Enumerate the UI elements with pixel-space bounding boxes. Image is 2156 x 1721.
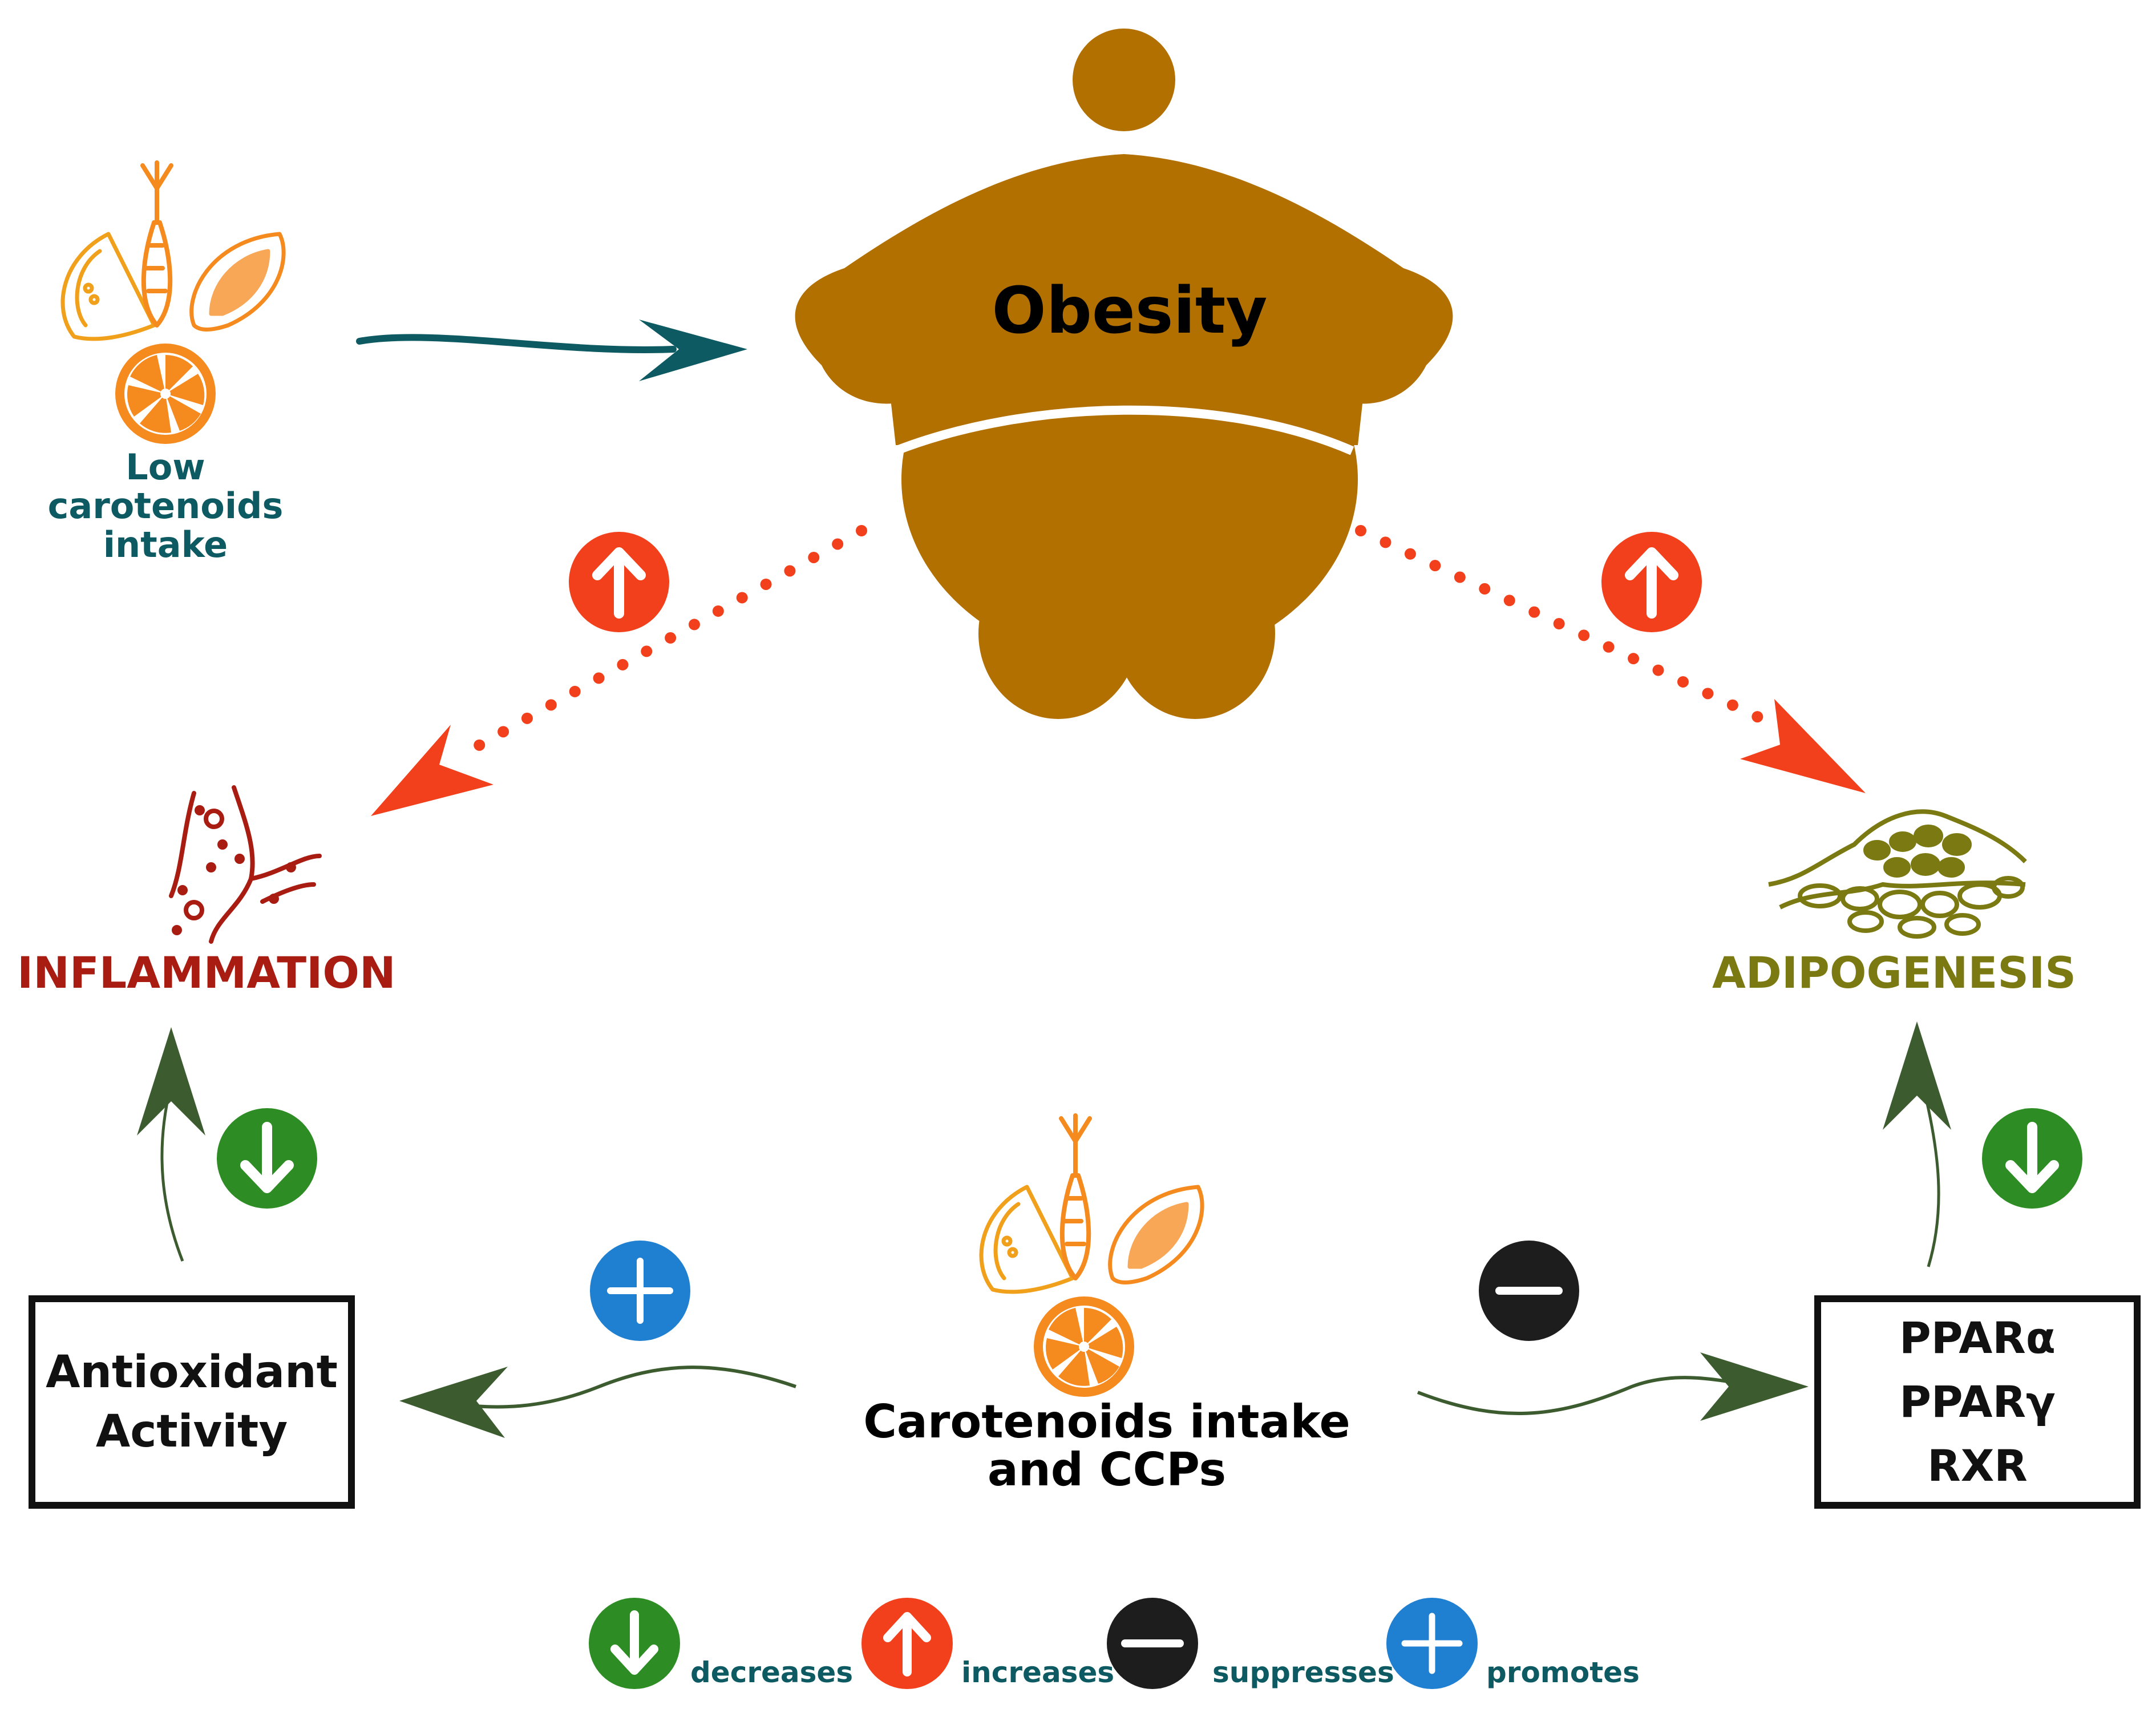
- carotenoids-line2: and CCPs: [987, 1443, 1227, 1496]
- obesity-title: Obesity: [992, 274, 1268, 348]
- obesity-figure-icon: [795, 29, 1453, 719]
- legend-increases-label: increases: [961, 1656, 1115, 1689]
- legend-suppresses-icon: [1107, 1598, 1198, 1689]
- legend-increases-icon: [861, 1598, 953, 1689]
- legend-decreases-icon: [589, 1598, 680, 1689]
- receptor-ppar-gamma: PPARγ: [1899, 1376, 2056, 1427]
- low-intake-line3: intake: [103, 524, 228, 565]
- low-intake-label: Low carotenoids intake: [23, 448, 308, 564]
- adipogenesis-label: ADIPOGENESIS: [1712, 947, 2077, 998]
- legend-promotes-icon: [1386, 1598, 1478, 1689]
- low-intake-line2: carotenoids: [47, 485, 284, 527]
- decreases-icon: [217, 1108, 317, 1209]
- antioxidant-to-inflammation-arrow: [137, 1027, 205, 1262]
- increases-icon: [569, 532, 669, 632]
- receptor-ppar-alpha: PPARα: [1899, 1312, 2056, 1363]
- adipose-tissue-icon: [1768, 809, 2027, 939]
- decreases-icon: [1982, 1108, 2082, 1209]
- increases-icon: [1601, 532, 1702, 632]
- blood-vessel-icon: [169, 785, 322, 944]
- receptors-box: PPARα PPARγ RXR: [1814, 1295, 2141, 1509]
- receptor-rxr: RXR: [1927, 1440, 2028, 1491]
- carotenoids-to-antioxidant-arrow: [399, 1366, 796, 1438]
- suppresses-icon: [1479, 1241, 1579, 1341]
- carotenoids-line1: Carotenoids intake: [863, 1395, 1350, 1448]
- low-intake-to-obesity-arrow: [356, 320, 747, 381]
- legend-decreases-label: decreases: [690, 1656, 853, 1689]
- legend-promotes-label: promotes: [1486, 1656, 1640, 1689]
- promotes-icon: [590, 1241, 690, 1341]
- low-intake-line1: Low: [126, 446, 205, 488]
- obesity-to-adipogenesis-arrow: [1355, 525, 1866, 793]
- legend-suppresses-label: suppresses: [1212, 1656, 1394, 1689]
- carotenoids-fruits-icon: [979, 1113, 1204, 1397]
- antioxidant-activity-box: Antioxidant Activity: [29, 1295, 355, 1509]
- inflammation-label: INFLAMMATION: [17, 947, 396, 998]
- carotenoids-label: Carotenoids intake and CCPs: [827, 1398, 1386, 1494]
- receptors-to-adipogenesis-arrow: [1883, 1021, 1951, 1267]
- antioxidant-line1: Antioxidant: [46, 1347, 338, 1398]
- obesity-to-inflammation-arrow: [371, 525, 867, 816]
- carotenoids-to-receptors-arrow: [1417, 1352, 1809, 1421]
- low-intake-fruits-icon: [60, 160, 286, 444]
- antioxidant-line2: Activity: [95, 1406, 288, 1457]
